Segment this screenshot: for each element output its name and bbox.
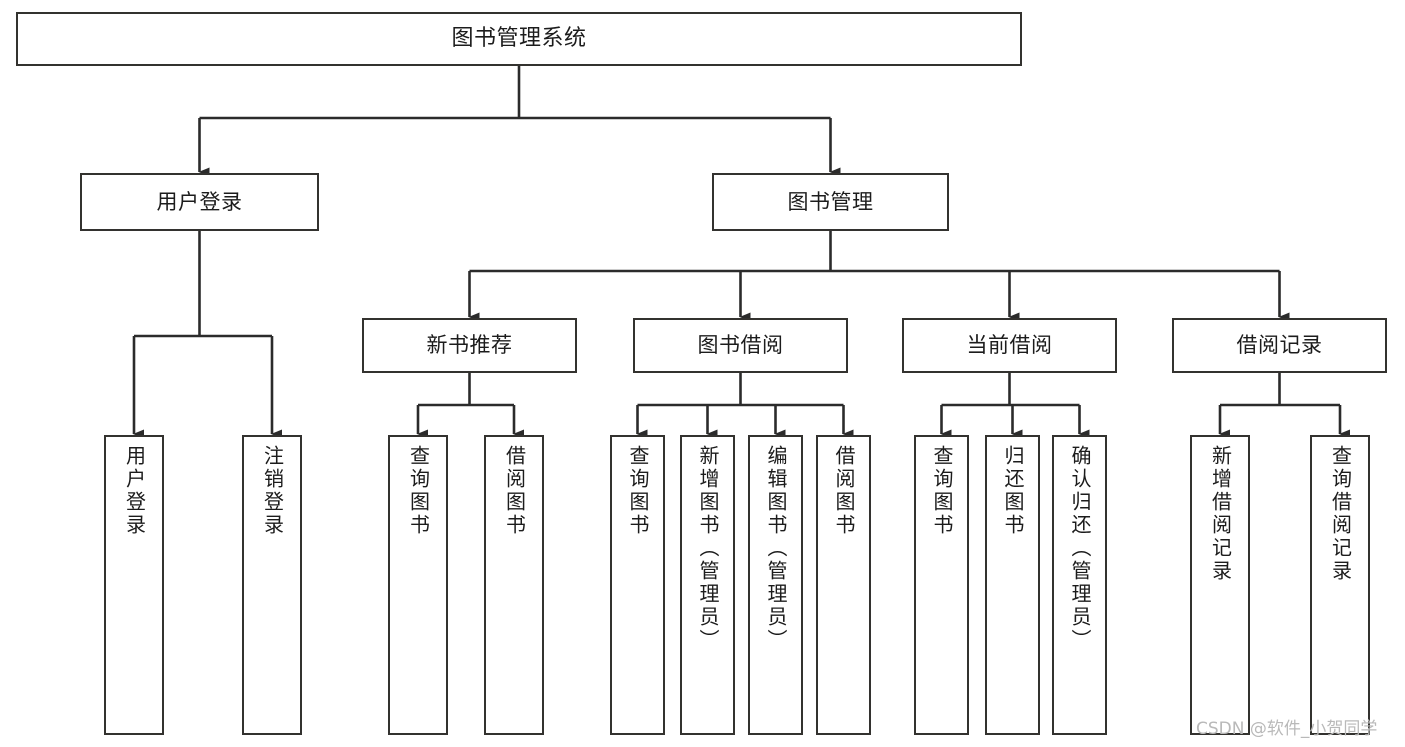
node-leaf-return-book-label: 归还图书 — [1001, 445, 1025, 537]
node-leaf-query-book-3[interactable]: 查询图书 — [914, 435, 969, 735]
node-leaf-logout-label: 注销登录 — [260, 445, 285, 537]
node-leaf-user-login[interactable]: 用户登录 — [104, 435, 164, 735]
node-leaf-borrow-book-1-label: 借阅图书 — [502, 445, 527, 537]
node-leaf-confirm-return-label: 确认归还（管理员） — [1068, 445, 1092, 652]
node-leaf-confirm-return[interactable]: 确认归还（管理员） — [1052, 435, 1107, 735]
node-leaf-add-record-label: 新增借阅记录 — [1208, 445, 1233, 583]
node-leaf-borrow-book-2[interactable]: 借阅图书 — [816, 435, 871, 735]
node-book-manage-label: 图书管理 — [787, 189, 874, 214]
node-leaf-borrow-book-1[interactable]: 借阅图书 — [484, 435, 544, 735]
node-leaf-add-record[interactable]: 新增借阅记录 — [1190, 435, 1250, 735]
node-leaf-query-record[interactable]: 查询借阅记录 — [1310, 435, 1370, 735]
node-book-manage[interactable]: 图书管理 — [712, 173, 949, 231]
node-current-borrow-label: 当前借阅 — [966, 333, 1053, 358]
node-leaf-add-book-label: 新增图书（管理员） — [696, 445, 720, 652]
node-leaf-query-book-3-label: 查询图书 — [930, 445, 954, 537]
node-borrow-record-label: 借阅记录 — [1236, 333, 1323, 358]
node-leaf-return-book[interactable]: 归还图书 — [985, 435, 1040, 735]
node-root-label: 图书管理系统 — [451, 26, 587, 52]
node-leaf-logout[interactable]: 注销登录 — [242, 435, 302, 735]
node-borrow-record[interactable]: 借阅记录 — [1172, 318, 1387, 373]
node-leaf-user-login-label: 用户登录 — [122, 445, 147, 537]
node-current-borrow[interactable]: 当前借阅 — [902, 318, 1117, 373]
node-book-borrow[interactable]: 图书借阅 — [633, 318, 848, 373]
node-user-login-label: 用户登录 — [156, 189, 243, 214]
node-leaf-query-record-label: 查询借阅记录 — [1328, 445, 1353, 583]
node-leaf-edit-book[interactable]: 编辑图书（管理员） — [748, 435, 803, 735]
node-new-book-recommend[interactable]: 新书推荐 — [362, 318, 577, 373]
node-user-login[interactable]: 用户登录 — [80, 173, 319, 231]
node-new-book-recommend-label: 新书推荐 — [426, 333, 513, 358]
node-root[interactable]: 图书管理系统 — [16, 12, 1022, 66]
node-leaf-query-book-2[interactable]: 查询图书 — [610, 435, 665, 735]
node-leaf-borrow-book-2-label: 借阅图书 — [832, 445, 856, 537]
node-leaf-add-book[interactable]: 新增图书（管理员） — [680, 435, 735, 735]
node-leaf-query-book-1[interactable]: 查询图书 — [388, 435, 448, 735]
node-leaf-edit-book-label: 编辑图书（管理员） — [764, 445, 788, 652]
node-leaf-query-book-2-label: 查询图书 — [626, 445, 650, 537]
node-leaf-query-book-1-label: 查询图书 — [406, 445, 431, 537]
watermark: CSDN @软件_小贺同学 — [1196, 719, 1378, 739]
node-book-borrow-label: 图书借阅 — [697, 333, 784, 358]
